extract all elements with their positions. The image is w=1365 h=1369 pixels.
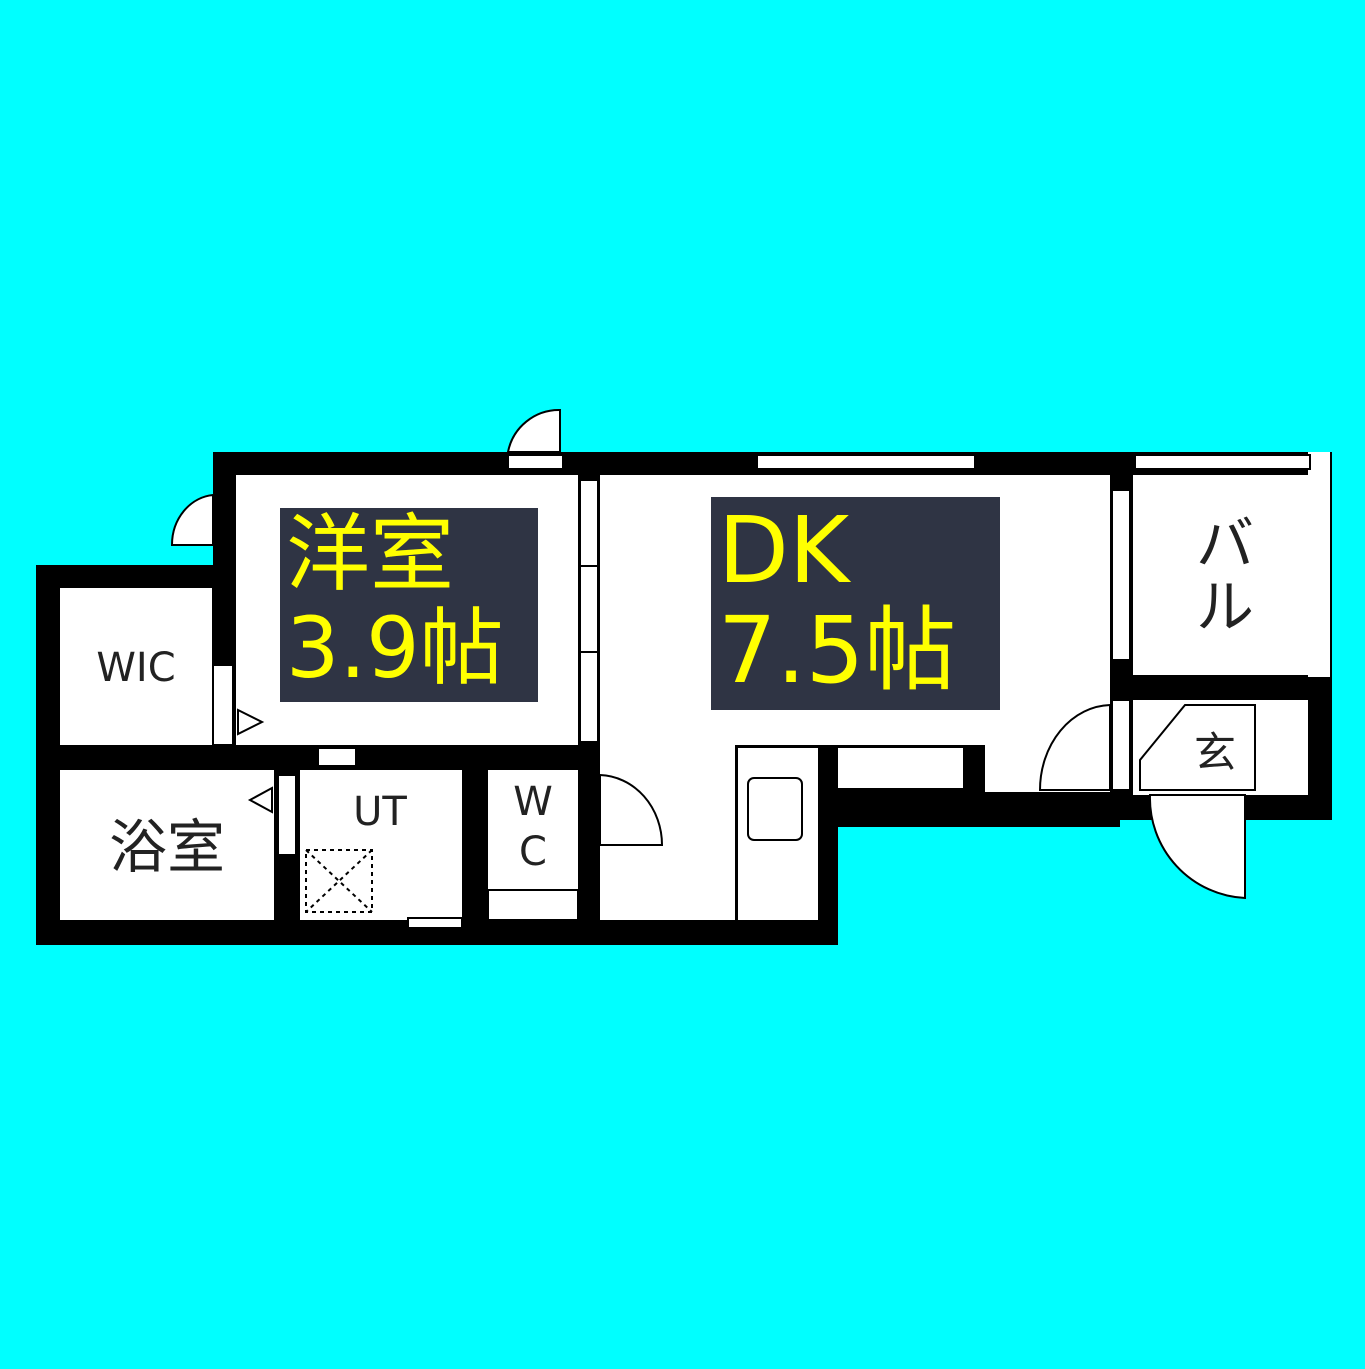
washer-space	[305, 849, 373, 913]
dk-name: DK	[718, 497, 850, 604]
western-room-name: 洋室	[286, 505, 455, 603]
bath-label: 浴室	[108, 813, 225, 881]
western-room-size: 3.9帖	[286, 599, 504, 697]
western-room-label-box	[280, 508, 538, 702]
wic-floor	[60, 588, 212, 745]
sliding-partition	[212, 479, 1131, 929]
door-swings	[170, 408, 1246, 900]
ut-label: UT	[353, 789, 407, 835]
balcony-floor	[1133, 475, 1308, 675]
ut-floor	[300, 770, 462, 920]
wc-label-w: W	[513, 779, 553, 825]
bath-floor	[60, 770, 274, 920]
entrance-label: 玄	[1193, 728, 1236, 777]
dk-label-box	[711, 497, 1000, 710]
balcony-label-2: ル	[1195, 573, 1254, 641]
balcony-label-1: バ	[1195, 510, 1254, 578]
wic-label: WIC	[96, 645, 176, 691]
sink-icon	[747, 777, 803, 841]
windows	[507, 454, 1311, 470]
wc-label-c: C	[519, 829, 547, 875]
door-markers	[237, 708, 273, 814]
shoe-box	[1139, 704, 1256, 791]
dk-size: 7.5帖	[718, 597, 957, 704]
